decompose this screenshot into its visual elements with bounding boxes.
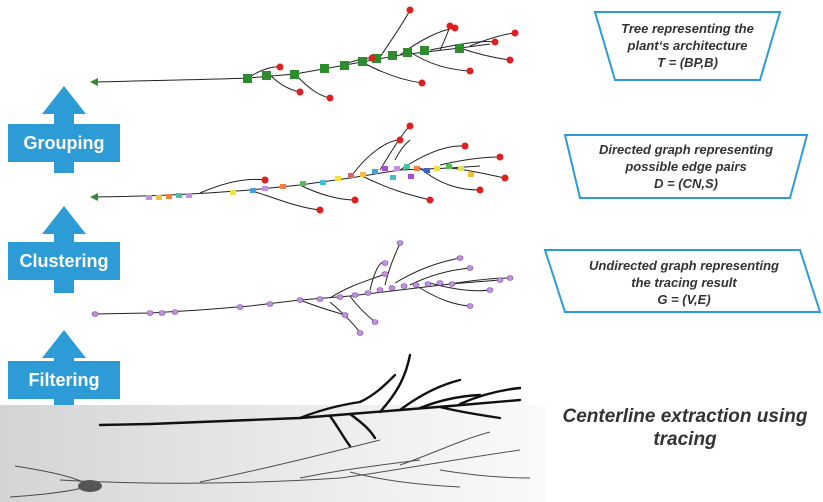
step-filtering-label: Filtering bbox=[28, 369, 100, 390]
traced-centerlines bbox=[98, 353, 522, 448]
caption-undirected-line1: Undirected graph representing bbox=[589, 258, 779, 273]
caption-undirected-line3: G = (V,E) bbox=[657, 292, 711, 307]
tree-branch-points bbox=[243, 44, 464, 83]
caption-tree-line2: plant‘s architecture bbox=[627, 38, 748, 53]
caption-undirected-line2: the tracing result bbox=[631, 275, 737, 290]
caption-tree-line3: T = (BP,B) bbox=[657, 55, 718, 70]
caption-directed: Directed graph representing possible edg… bbox=[577, 141, 795, 192]
caption-undirected: Undirected graph representing the tracin… bbox=[565, 257, 803, 308]
caption-tree-line1: Tree representing the bbox=[621, 21, 754, 36]
up-arrow-filtering bbox=[42, 330, 86, 405]
directed-graph-nodes bbox=[146, 164, 474, 200]
step-clustering-label: Clustering bbox=[19, 250, 109, 271]
undirected-graph bbox=[94, 242, 511, 334]
directed-graph bbox=[91, 125, 506, 211]
root-crown bbox=[78, 480, 102, 492]
caption-directed-line3: D = (CN,S) bbox=[654, 176, 718, 191]
tree-end-points bbox=[276, 6, 519, 102]
undirected-graph-vertices bbox=[91, 240, 514, 336]
directed-root-marker bbox=[90, 193, 98, 201]
caption-centerline: Centerline extraction using tracing bbox=[562, 406, 808, 450]
caption-directed-line2: possible edge pairs bbox=[625, 159, 747, 174]
caption-box-tree bbox=[593, 11, 782, 81]
step-filtering: Filtering bbox=[8, 361, 120, 399]
caption-directed-line1: Directed graph representing bbox=[598, 142, 774, 157]
caption-box-directed bbox=[563, 134, 809, 199]
tree-root-marker bbox=[90, 78, 98, 86]
step-clustering: Clustering bbox=[8, 242, 120, 280]
directed-graph-endpoints bbox=[261, 122, 509, 214]
step-grouping-label: Grouping bbox=[23, 132, 105, 153]
up-arrow-clustering bbox=[42, 206, 86, 293]
up-arrow-grouping bbox=[42, 86, 86, 173]
step-grouping: Grouping bbox=[8, 124, 120, 162]
caption-tree: Tree representing the plant‘s architectu… bbox=[605, 20, 770, 71]
caption-box-undirected bbox=[543, 249, 822, 313]
root-photo-structure bbox=[9, 431, 531, 498]
